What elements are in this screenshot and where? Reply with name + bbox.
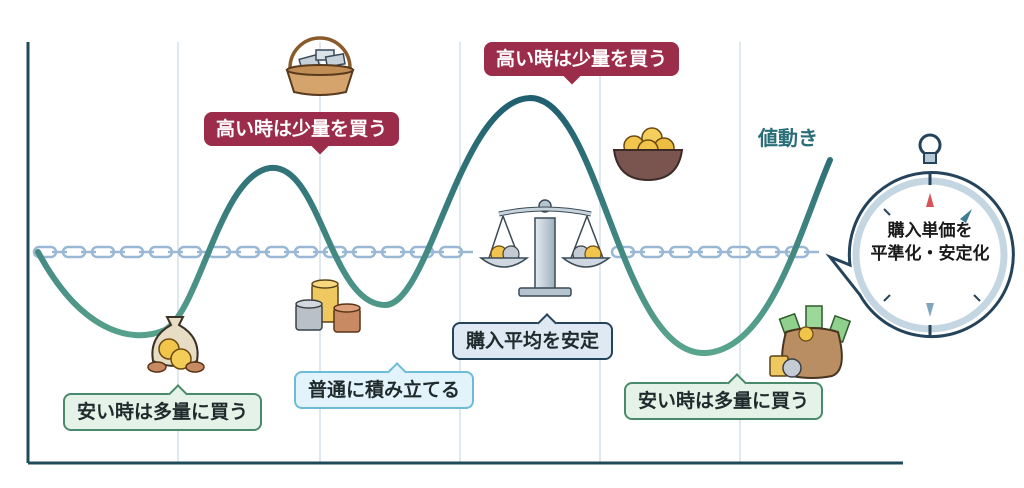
callout-normal-accumulate: 普通に積み立てる: [294, 362, 475, 409]
callout-high-buy-small-2: 高い時は少量を買う: [484, 42, 680, 85]
gold-nuggets-bowl-icon: [612, 127, 684, 182]
stopwatch-caption-line-2: 平準化・安定化: [870, 244, 990, 264]
balance-scale-icon: [478, 199, 612, 297]
chain-average-line: [32, 245, 819, 259]
callout-text: 高い時は少量を買う: [496, 48, 668, 70]
callout-text: 購入平均を安定: [466, 330, 600, 352]
stopwatch-caption-line-1: 購入単価を: [887, 221, 973, 241]
price-wave-line: [35, 94, 833, 357]
callout-low-buy-more-2: 安い時は多量に買う: [624, 373, 824, 420]
silver-bars-basket-icon: [285, 36, 355, 96]
callout-high-buy-small-1: 高い時は少量を買う: [204, 112, 400, 155]
axes: [26, 42, 903, 465]
money-sack-bills-icon: [769, 305, 852, 379]
coin-stacks-icon: [295, 279, 361, 333]
callout-average-stable: 購入平均を安定: [452, 313, 614, 360]
stopwatch-caption: 購入単価を 平準化・安定化: [850, 220, 1010, 266]
callout-low-buy-more-1: 安い時は多量に買う: [63, 384, 263, 431]
callout-text: 安い時は多量に買う: [638, 390, 810, 412]
callout-text: 安い時は多量に買う: [77, 401, 249, 423]
stopwatch-icon: [825, 133, 1015, 339]
money-bag-coins-icon: [147, 316, 205, 373]
callout-text: 普通に積み立てる: [308, 379, 461, 401]
callout-text: 高い時は少量を買う: [216, 118, 388, 140]
price-movement-label: 値動き: [758, 126, 818, 150]
